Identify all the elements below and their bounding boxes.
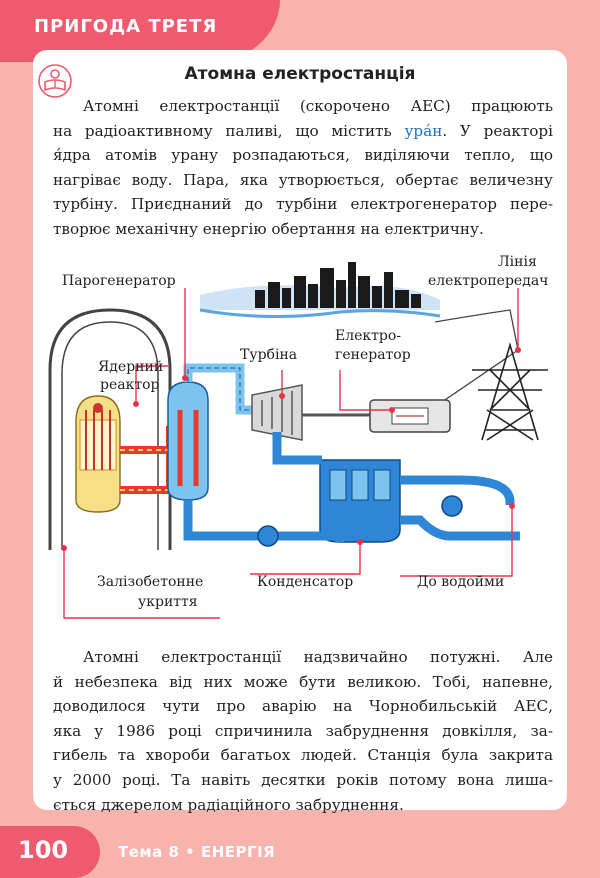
intro-paragraph: Атомні електростанції (скорочено АЕС) пр… [53,94,553,242]
label-steam-generator: Парогенератор [62,273,176,289]
label-shelter-2: укриття [138,594,198,610]
intro-line-1: Атомні електростанції (скорочено АЕС) пр… [83,97,553,115]
intro-line-5: турбіну. Приєднаний до турбіни електроге… [53,195,553,214]
generator [369,399,451,433]
label-generator-1: Електро- [335,328,402,344]
intro-line-2: на радіоактивному паливі, що містить ура… [53,119,553,144]
label-shelter-1: Залізобетонне [97,574,204,590]
label-turbine: Турбіна [240,347,298,363]
footer [0,826,600,878]
page-tab [0,826,100,878]
outro-line-4: яка у 1986 році спричинила забруднення д… [53,721,553,740]
return-loop [183,500,345,542]
chapter-title: ПРИГОДА ТРЕТЯ [34,16,218,37]
steam-generator [167,381,209,501]
uranium-link[interactable]: ура́н [404,121,443,140]
outro-line-7: ється джерелом радіаційного забруднення. [53,795,404,814]
reactor-vessel [75,395,121,513]
outro-line-3: доводилося чути про аварію на Чорнобильс… [53,697,553,716]
containment-outline [48,308,172,550]
section-title: Атомна електростанція [184,64,416,84]
topic-label: Тема 8 • ЕНЕРГІЯ [118,843,276,861]
reading-child-icon [38,64,72,98]
turbine [251,384,303,441]
npp-diagram [48,262,548,619]
page-number: 100 [18,836,69,864]
intro-line-2-end: . У реакторі [442,121,553,140]
intro-line-2-start: на радіоактивному паливі, що містить [53,121,405,140]
cooling-pump [441,495,463,517]
outro-line-1: Атомні електростанції надзвичайно потужн… [83,648,553,666]
outro-line-2: й небезпека від них може бути великою. Т… [53,672,553,691]
transmission-tower [472,342,548,441]
city-skyline [199,262,441,319]
intro-line-4: нагріває воду. Пара, яка утворюється, об… [53,170,553,189]
label-reactor-1: Ядерний [98,359,164,375]
feed-pump [257,525,279,547]
condenser [319,459,401,543]
label-reactor-2: реактор [100,377,160,393]
label-to-reservoir: До водойми [417,574,505,590]
cooling-loop [400,475,520,541]
label-generator-2: генератор [335,347,411,363]
outro-line-6: у 2000 році. Та навіть десятки років пот… [53,770,553,789]
intro-line-6: творює механічну енергію обертання на ел… [53,219,484,238]
label-power-line-2: електропередач [428,273,549,289]
label-power-line-1: Лінія [498,254,537,270]
intro-line-3: я́дра атомів урану розпадаються, виділяю… [53,146,553,165]
label-condenser: Конденсатор [257,574,354,590]
outro-line-5: гибель та хвороби багатьох людей. Станці… [53,746,553,765]
outro-paragraph: Атомні електростанції надзвичайно потужн… [53,645,553,817]
